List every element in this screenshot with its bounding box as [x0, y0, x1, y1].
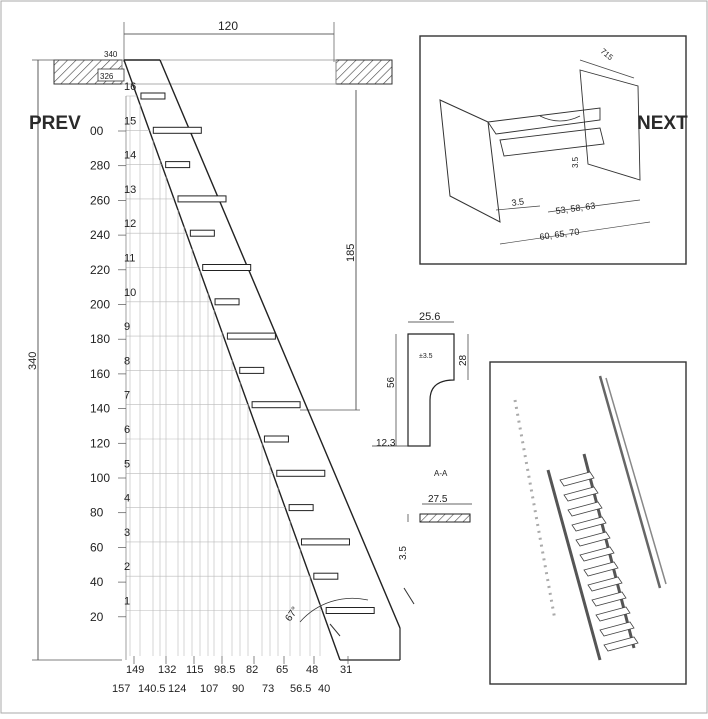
scale-label: 240 [90, 228, 110, 242]
tread [189, 229, 215, 237]
bottom-label: 132 [158, 664, 176, 676]
bottom-label: 73 [262, 683, 274, 695]
bottom-label: 48 [306, 664, 318, 676]
right-height-label: 185 [345, 244, 357, 262]
tread [226, 332, 276, 340]
step-number: 10 [124, 287, 136, 299]
step-numbers: 16 15 14 13 12 11 10 9 8 7 6 5 4 3 2 1 [124, 81, 136, 608]
scale-label: 200 [90, 298, 110, 312]
bottom-label: 65 [276, 664, 288, 676]
step-number: 9 [124, 321, 130, 333]
scale-label: 160 [90, 367, 110, 381]
isometric-panel [489, 361, 687, 685]
left-scale: 00 280 260 240 220 200 180 160 140 120 100 80 60 40 20 [90, 124, 126, 624]
scale-label: 60 [90, 540, 104, 554]
step-number: 5 [124, 458, 130, 470]
scale-label: 140 [90, 402, 110, 416]
step-number: 6 [124, 424, 130, 436]
scale-label: 20 [90, 610, 104, 624]
section-width-label: 27.5 [428, 494, 448, 505]
corner-box-label: 326 [100, 72, 114, 81]
profile-height-label: 56 [386, 376, 397, 388]
scale-label: 180 [90, 332, 110, 346]
side-height-label: 340 [27, 352, 39, 370]
step-number: 3 [124, 527, 130, 539]
section-thickness-label: 3.5 [398, 546, 409, 560]
tread [202, 264, 252, 271]
bottom-label: 124 [168, 683, 186, 695]
bottom-label: 40 [318, 683, 330, 695]
tread [177, 195, 227, 203]
profile-base-label: 12.3 [376, 438, 396, 449]
tread [263, 435, 289, 443]
tread [152, 126, 202, 134]
corner-top-label: 340 [104, 50, 118, 59]
bottom-label: 98.5 [214, 664, 235, 676]
ceiling-opening [121, 59, 337, 85]
scale-label: 100 [90, 471, 110, 485]
tread [300, 538, 350, 546]
detail-a-label: 3.5 [511, 196, 525, 208]
section-aa: A-A 27.5 3.5 [398, 469, 472, 560]
angle-label: 67° [283, 605, 301, 624]
tread [276, 469, 326, 477]
scale-label: 120 [90, 436, 110, 450]
tread [313, 572, 339, 580]
step-number: 4 [124, 493, 130, 505]
tread [239, 366, 265, 374]
tread [140, 92, 166, 100]
bottom-label: 149 [126, 664, 144, 676]
corner-box [97, 68, 125, 82]
bottom-label: 115 [186, 664, 204, 676]
profile-detail: 25.6 28 56 ±3.5 12.3 [372, 311, 469, 449]
scale-label: 280 [90, 159, 110, 173]
step-number: 15 [124, 115, 136, 127]
bottom-label: 31 [340, 664, 352, 676]
tread [325, 607, 375, 614]
step-number: 7 [124, 390, 130, 402]
step-number: 8 [124, 355, 130, 367]
detail-panel: 715 3.5 53, 58, 63 60, 65, 70 3.5 [419, 35, 687, 265]
profile-notch-label: 28 [458, 354, 469, 366]
step-number: 16 [124, 81, 136, 93]
bottom-label: 157 [112, 683, 130, 695]
scale-label: 220 [90, 263, 110, 277]
ceiling-right-hatch [335, 59, 393, 85]
scale-label: 80 [90, 506, 104, 520]
step-number: 2 [124, 561, 130, 573]
step-number: 13 [124, 184, 136, 196]
scale-label: 260 [90, 193, 110, 207]
detail-v-label: 3.5 [571, 156, 580, 168]
bottom-label: 90 [232, 683, 244, 695]
section-title: A-A [434, 469, 448, 478]
step-number: 1 [124, 596, 130, 608]
next-button[interactable]: NEXT [637, 113, 688, 134]
step-number: 14 [124, 150, 136, 162]
tread [165, 161, 191, 169]
step-treads [140, 92, 375, 614]
bottom-label: 140.5 [138, 683, 166, 695]
tread [288, 504, 314, 512]
scale-label: 40 [90, 575, 104, 589]
top-width-label: 120 [218, 19, 238, 33]
scale-label: 00 [90, 124, 104, 138]
profile-inner-label: ±3.5 [419, 353, 433, 360]
angle-arc [299, 597, 369, 623]
stair-string-outer [159, 59, 401, 629]
profile-width-label: 25.6 [419, 311, 440, 323]
bottom-label: 82 [246, 664, 258, 676]
prev-button[interactable]: PREV [29, 113, 81, 134]
section-plank [419, 513, 471, 523]
tread [214, 298, 240, 306]
step-number: 11 [124, 253, 135, 265]
step-number: 12 [124, 218, 136, 230]
tread [251, 401, 301, 409]
bottom-label: 56.5 [290, 683, 311, 695]
bottom-label: 107 [200, 683, 218, 695]
grid-lines [125, 95, 323, 660]
